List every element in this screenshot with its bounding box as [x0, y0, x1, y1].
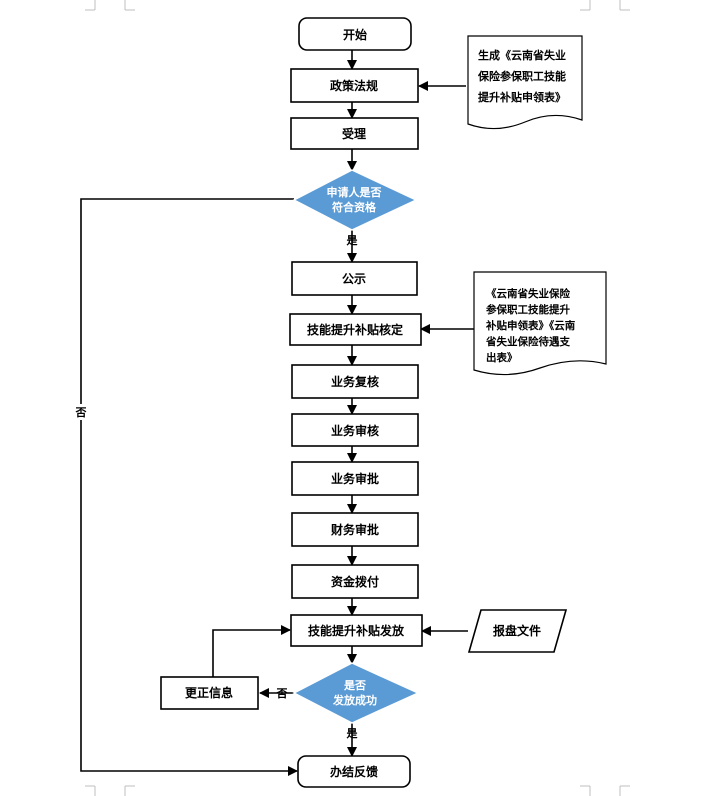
svg-text:业务审核: 业务审核 — [331, 423, 379, 438]
finance-node: 财务审批 — [291, 512, 419, 547]
svg-text:符合资格: 符合资格 — [332, 200, 377, 214]
svg-text:业务审批: 业务审批 — [331, 471, 379, 486]
svg-text:发放成功: 发放成功 — [332, 693, 377, 707]
audit-node: 业务审核 — [291, 413, 419, 447]
svg-text:生成《云南省失业: 生成《云南省失业 — [478, 48, 566, 62]
publicity-node: 公示 — [291, 261, 418, 296]
crop-marks — [85, 0, 630, 796]
svg-text:出表》: 出表》 — [486, 351, 518, 364]
funds-node: 资金拨付 — [291, 564, 419, 599]
svg-text:补贴申领表》《云南: 补贴申领表》《云南 — [485, 319, 576, 332]
eligible-decision: 申请人是否 符合资格 — [292, 169, 418, 231]
svg-text:办结反馈: 办结反馈 — [330, 764, 378, 779]
doc-forms-and-expenditure: 《云南省失业保险 参保职工技能提升 补贴申领表》《云南 省失业保险待遇支 出表》 — [473, 271, 607, 376]
svg-text:保险参保职工技能: 保险参保职工技能 — [477, 69, 566, 83]
svg-text:公示: 公示 — [342, 272, 366, 286]
svg-text:参保职工技能提升: 参保职工技能提升 — [486, 303, 570, 316]
no-label-eligible: 否 — [75, 406, 87, 419]
svg-text:开始: 开始 — [343, 27, 367, 42]
svg-text:提升补贴申领表》: 提升补贴申领表》 — [478, 90, 566, 104]
svg-text:技能提升补贴核定: 技能提升补贴核定 — [307, 322, 403, 337]
arrow-correct-disburse — [212, 625, 291, 677]
svg-text:申请人是否: 申请人是否 — [327, 185, 382, 199]
yes-label-eligible: 是 — [346, 234, 359, 247]
doc-application-form: 生成《云南省失业 保险参保职工技能 提升补贴申领表》 — [467, 35, 583, 130]
end-node: 办结反馈 — [297, 755, 411, 788]
success-decision: 是否 发放成功 — [292, 662, 420, 724]
svg-text:是否: 是否 — [343, 679, 366, 692]
svg-text:财务审批: 财务审批 — [330, 522, 379, 537]
connectors — [80, 50, 474, 776]
verify-node: 技能提升补贴核定 — [289, 313, 422, 346]
correct-node: 更正信息 — [160, 676, 259, 710]
review-node: 业务复核 — [291, 364, 419, 399]
approve-node: 业务审批 — [291, 461, 419, 496]
accept-node: 受理 — [290, 117, 419, 150]
svg-text:更正信息: 更正信息 — [185, 685, 233, 700]
start-node: 开始 — [298, 17, 412, 51]
yes-label-success: 是 — [346, 727, 359, 740]
disk-file-node: 报盘文件 — [467, 609, 568, 653]
disburse-node: 技能提升补贴发放 — [290, 614, 423, 647]
svg-text:报盘文件: 报盘文件 — [493, 623, 541, 638]
svg-text:政策法规: 政策法规 — [330, 78, 378, 93]
svg-text:资金拨付: 资金拨付 — [331, 574, 379, 589]
svg-text:业务复核: 业务复核 — [331, 374, 379, 389]
arrow-eligible-no-end — [80, 198, 298, 776]
policy-node: 政策法规 — [290, 68, 419, 103]
svg-text:《云南省失业保险: 《云南省失业保险 — [486, 287, 570, 300]
svg-text:技能提升补贴发放: 技能提升补贴发放 — [308, 623, 405, 638]
no-label-success: 否 — [276, 687, 288, 700]
no-label-bg — [73, 404, 89, 420]
svg-text:省失业保险待遇支: 省失业保险待遇支 — [485, 335, 570, 348]
svg-text:受理: 受理 — [342, 126, 366, 141]
